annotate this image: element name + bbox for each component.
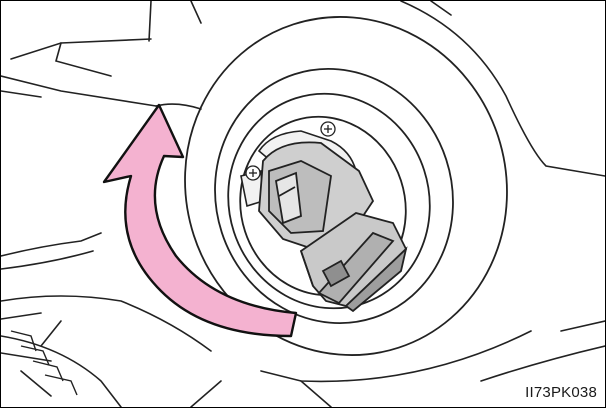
plus-circle-icon <box>246 166 260 180</box>
bulb-socket <box>259 142 406 311</box>
figure-code: II73PK038 <box>525 384 597 401</box>
plus-circle-icon <box>321 122 335 136</box>
